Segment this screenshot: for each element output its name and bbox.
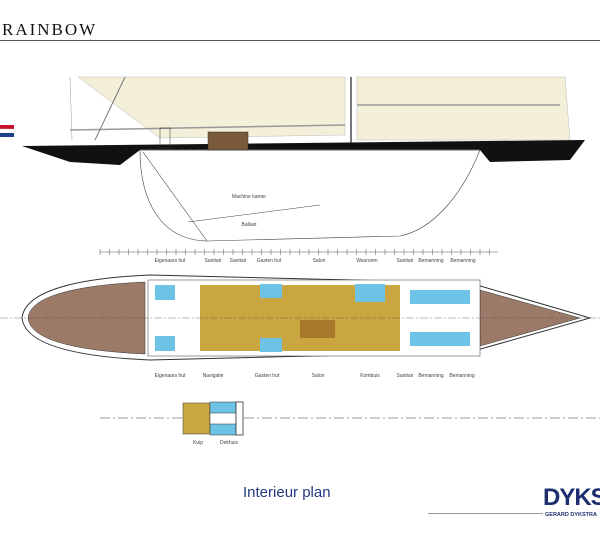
upper-label: Bemanning [450,258,476,264]
label-engine-room: Machine kamer [231,194,267,200]
upper-label: Salon [312,258,326,264]
lower-label: Navigatie [202,373,224,379]
title-rule [0,40,600,41]
brand-rule [428,513,543,514]
deck-label: Dekhuis [219,440,239,446]
lower-label: Bemanning [418,373,444,379]
lower-label: Salon [311,373,325,379]
plan-title: Interieur plan [243,484,331,501]
dutch-flag [0,125,15,137]
deck-label: Kuip [192,440,204,446]
deck-plan [0,274,600,361]
upper-label: Wasroom [356,258,378,264]
scale-bar [99,249,498,255]
brand-subtitle: GERARD DYKSTRA [545,512,597,518]
sails [69,76,571,145]
upper-label: Bemanning [418,258,444,264]
yacht-name: RAINBOW [2,20,98,39]
lower-label: Gasten hut [254,373,280,379]
brand-logo: DYKS [543,484,600,511]
upper-label: Eigenaars hut [154,258,186,264]
upper-label: Gasten hut [256,258,282,264]
label-ballast: Ballast [241,222,257,228]
lower-label: Kombuis [360,373,380,379]
upper-label: Sanitair [396,258,414,264]
hull-profile [22,127,585,242]
upper-label: Sanitair [204,258,222,264]
upper-label: Sanitair [229,258,247,264]
lower-label: Bemanning [449,373,475,379]
lower-label: Eigenaars hut [154,373,186,379]
deckhouse-plan [100,401,600,436]
lower-label: Sanitair [396,373,414,379]
